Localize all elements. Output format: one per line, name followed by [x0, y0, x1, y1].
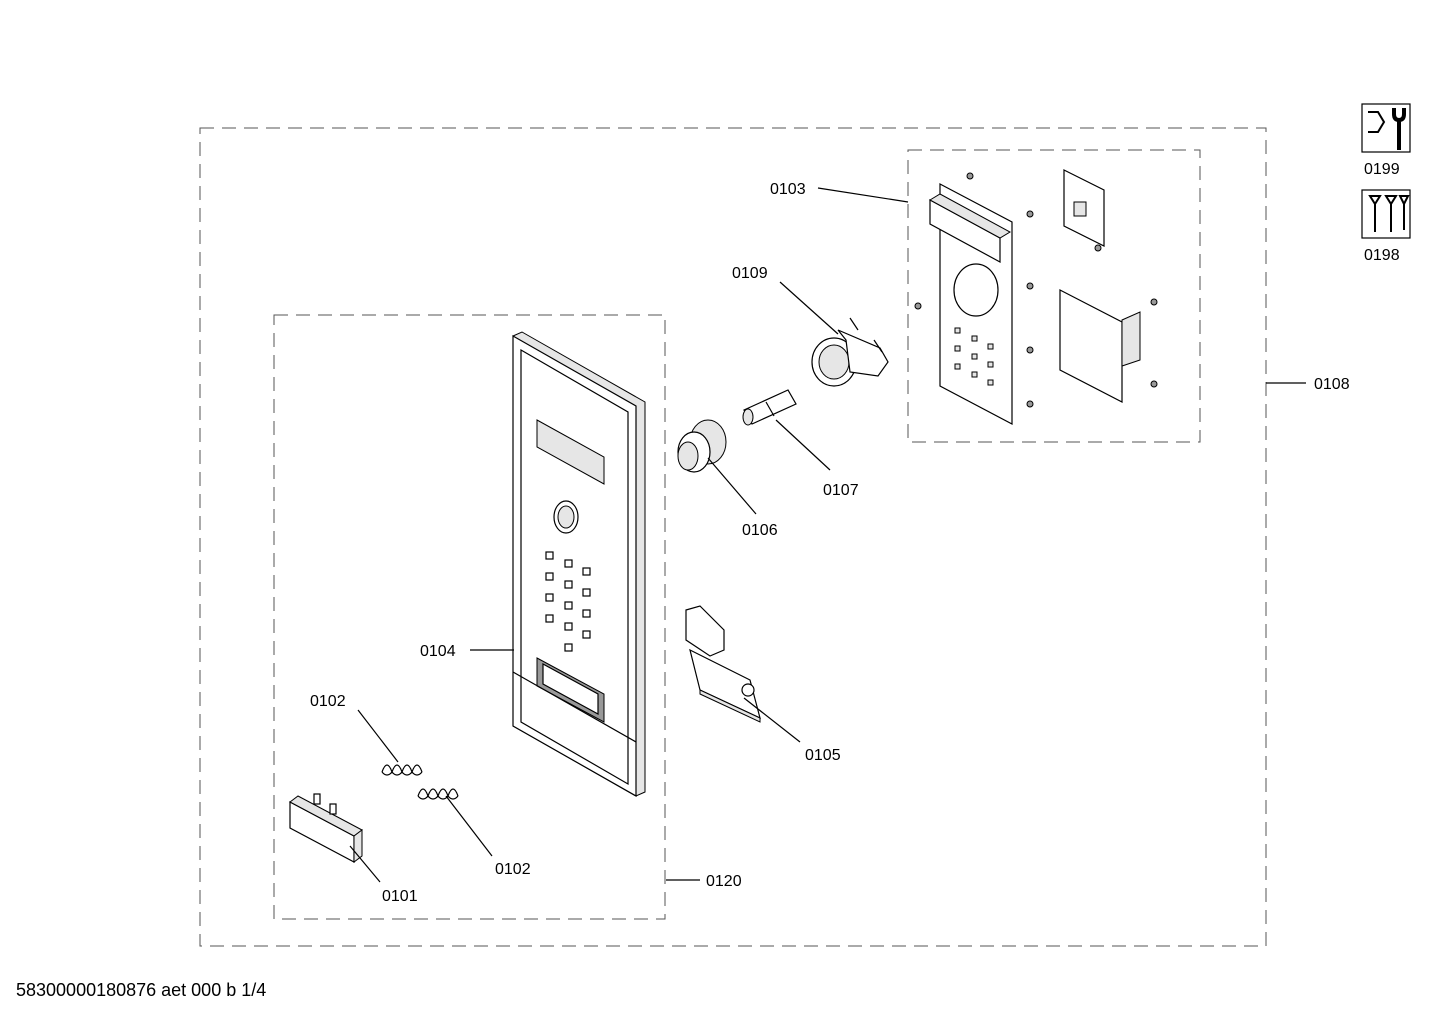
control-panel-front [512, 331, 646, 798]
label-0106: 0106 [742, 522, 778, 539]
group-0108-boundary [199, 127, 1267, 947]
label-0105: 0105 [805, 747, 841, 764]
label-0198: 0198 [1364, 247, 1400, 264]
door-switch-bracket [685, 605, 761, 723]
door-release-button [289, 793, 363, 863]
label-0102-upper: 0102 [310, 693, 346, 710]
label-0103: 0103 [770, 181, 806, 198]
tool-wrench-icon [1361, 103, 1411, 153]
knob-bracket [811, 317, 889, 387]
screws-icon [1361, 189, 1411, 239]
label-0199: 0199 [1364, 161, 1400, 178]
spring-lower [417, 788, 459, 800]
label-0104: 0104 [420, 643, 456, 660]
label-0109: 0109 [732, 265, 768, 282]
spring-upper [381, 764, 423, 776]
label-0102-lower: 0102 [495, 861, 531, 878]
group-0120-boundary [273, 314, 666, 920]
leader-lines [349, 187, 1306, 883]
label-0108: 0108 [1314, 376, 1350, 393]
document-footer-code: 58300000180876 aet 000 b 1/4 [16, 980, 267, 1000]
knob [677, 419, 727, 473]
pcb-assembly [914, 169, 1158, 425]
label-0107: 0107 [823, 482, 859, 499]
shaft [742, 389, 797, 426]
group-0103-boundary [907, 149, 1201, 443]
label-0120: 0120 [706, 873, 742, 890]
label-0101: 0101 [382, 888, 418, 905]
